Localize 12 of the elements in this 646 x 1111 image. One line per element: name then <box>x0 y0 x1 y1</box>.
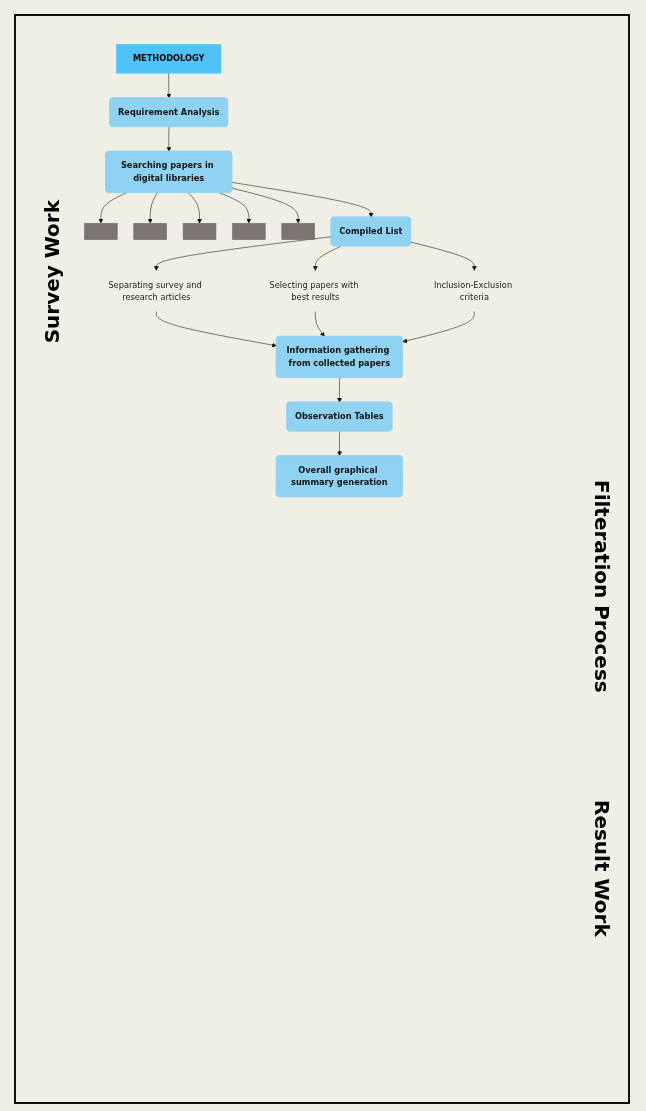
node-box <box>182 223 217 240</box>
bracket-label: Filteration Process <box>590 480 614 693</box>
node-text: Separating survey and research articles <box>108 279 202 303</box>
node-box <box>84 223 118 240</box>
bracket-label: Result Work <box>590 800 614 937</box>
node-box <box>281 223 315 240</box>
node-box <box>232 223 266 240</box>
node-text: Selecting papers with best results <box>269 279 359 303</box>
node-text: Inclusion-Exclusion criteria <box>433 279 513 303</box>
node-box <box>133 223 167 240</box>
bracket-label: Survey Work <box>40 200 64 344</box>
node-box: METHODOLOGY <box>116 44 222 74</box>
